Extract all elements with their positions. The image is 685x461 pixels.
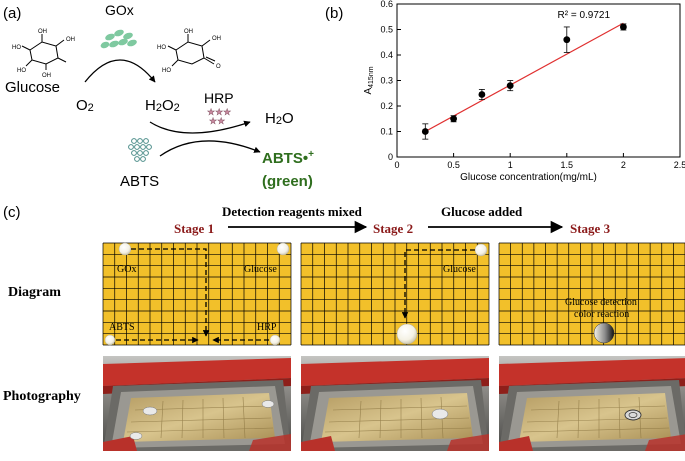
diagram-stage-1: GOx Glucose ABTS HRP (102, 242, 292, 346)
stage-2-label: Stage 2 (373, 221, 413, 236)
glucose-droplet (276, 242, 290, 256)
r-squared-annotation: R² = 0.9721 (558, 10, 611, 21)
data-point (563, 36, 571, 44)
hrp-label: HRP (204, 90, 234, 106)
svg-text:★★★: ★★★ (207, 107, 231, 117)
glucose-oh-2: HO (12, 45, 21, 51)
panel-a: (a) GOx OH HO HO OH OH Glucose (3, 2, 314, 190)
y-tick-label: 0.4 (380, 50, 393, 60)
scatter-chart: 0 0.5 1 1.5 2 2.5 0 0.1 0.2 0.3 0.4 0.5 0.6 R² = 0.97… (363, 0, 685, 183)
gox-path-arrow (131, 248, 210, 337)
gox-label: GOx (105, 2, 134, 18)
abts-label: ABTS (120, 173, 159, 190)
glucose-oh-1: OH (38, 29, 47, 35)
glucose-diagram-label: Glucose (443, 264, 476, 275)
glucose-path-arrow (401, 249, 475, 319)
row-label-diagram: Diagram (8, 285, 61, 300)
green-label: (green) (262, 173, 313, 190)
lactone-oh-1: OH (184, 29, 193, 35)
arrow-2-text: Glucose added (441, 204, 523, 219)
gox-enzyme-icon (100, 29, 137, 49)
photo-stage-2 (300, 355, 490, 452)
photo-stage-3 (498, 355, 685, 452)
stage-1-label: Stage 1 (174, 221, 214, 236)
gox-droplet (118, 242, 132, 256)
panel-b-label: (b) (325, 5, 343, 22)
glucose-diagram-label: Glucose (244, 264, 277, 275)
hrp-droplet (269, 334, 281, 346)
y-tick-label: 0.2 (380, 101, 393, 111)
mixed-reagent-droplet (396, 323, 418, 345)
detection-label-line-2: color reaction (574, 309, 629, 320)
hrp-h2o-arrow (149, 120, 251, 134)
glucose-oh-3: HO (17, 68, 26, 74)
droplet (431, 408, 449, 420)
data-point (506, 82, 514, 89)
x-tick-label: 0.5 (447, 160, 460, 170)
lactone-structure-icon (167, 34, 216, 67)
photo-stage-1 (102, 355, 292, 452)
gox-reaction-arrow (84, 59, 156, 83)
x-tick-label: 0 (394, 160, 399, 170)
x-tick-label: 2 (621, 160, 626, 170)
y-axis-label: A415nm (363, 66, 375, 94)
row-label-photography: Photography (3, 389, 81, 404)
glucose-oh-5: OH (66, 37, 75, 43)
data-point (620, 23, 627, 31)
x-tick-label: 2.5 (674, 160, 685, 170)
svg-text:★★: ★★ (209, 116, 225, 126)
panel-c: (c) Stage 1 Stage 2 Stage 3 Detection re… (3, 204, 685, 452)
plot-frame (396, 3, 681, 158)
abts-droplet (104, 334, 116, 346)
y-tick-label: 0.5 (380, 25, 393, 35)
color-reaction-droplet (593, 322, 615, 344)
lactone-o: O (216, 64, 221, 70)
data-point (478, 91, 486, 98)
hrp-enzyme-icon: ★★★ ★★ (207, 107, 232, 126)
glucose-droplet (474, 243, 488, 257)
x-tick-label: 1.5 (561, 160, 574, 170)
droplet (142, 406, 158, 416)
color-reaction-droplet (624, 409, 642, 421)
abts-molecules-icon (128, 138, 152, 162)
x-axis-label: Glucose concentration(mg/mL) (460, 172, 597, 183)
detection-label-line-1: Glucose detection (565, 297, 637, 308)
y-tick-label: 0.6 (380, 0, 393, 9)
lactone-oh-2: HO (157, 45, 166, 51)
data-point (421, 128, 429, 135)
water-label: H2O (265, 110, 294, 127)
y-tick-label: 0 (388, 152, 393, 162)
abts-diagram-label: ABTS (109, 322, 135, 333)
gox-diagram-label: GOx (117, 264, 136, 275)
glucose-label: Glucose (5, 79, 60, 96)
droplet (261, 400, 275, 408)
arrow-1-text: Detection reagents mixed (222, 204, 363, 219)
y-tick-label: 0.3 (380, 76, 393, 86)
diagram-stage-2: Glucose (300, 242, 490, 346)
lactone-oh-3: HO (162, 68, 171, 74)
glucose-structure-icon (21, 34, 67, 70)
droplet (129, 432, 143, 440)
h2o2-label: H2O2 (145, 97, 180, 114)
abts-radical-label: ABTS•+ (262, 149, 314, 167)
panel-b: (b) 0 0.5 1 1.5 2 2.5 0 0.1 0.2 0.3 0.4 0.5 0.6 R² = … (325, 0, 685, 183)
panel-a-label: (a) (3, 5, 21, 22)
panel-c-label: (c) (3, 204, 21, 221)
stage-3-label: Stage 3 (570, 221, 611, 236)
glucose-oh-4: OH (42, 73, 51, 79)
data-point (450, 115, 457, 123)
diagram-stage-3: Glucose detection color reaction (498, 242, 685, 346)
x-tick-label: 1 (508, 160, 513, 170)
lactone-oh-4: OH (212, 36, 221, 42)
hrp-diagram-label: HRP (257, 322, 277, 333)
oxygen-label: O2 (76, 97, 94, 114)
y-tick-label: 0.1 (380, 127, 393, 137)
fit-line (425, 22, 624, 133)
abts-oxidation-arrow (159, 140, 261, 157)
